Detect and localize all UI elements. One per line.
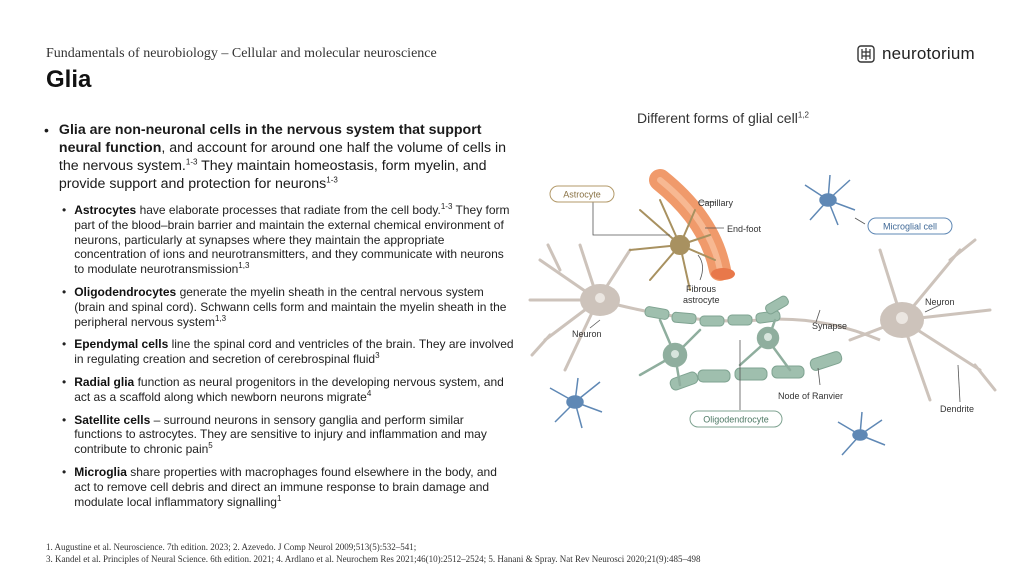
- bullet-term: Satellite cells: [74, 412, 151, 427]
- list-item: •Oligodendrocytes generate the myelin sh…: [62, 284, 507, 329]
- myelin-segment: [644, 306, 670, 320]
- bullet-term: Astrocytes: [74, 203, 137, 217]
- left-neuron: [528, 243, 632, 372]
- main-text2: They maintain homeostasis, form myelin, …: [58, 158, 487, 192]
- neuron-right-label: Neuron: [925, 297, 955, 307]
- bullet-term: Microglia: [74, 464, 127, 479]
- myelin-segment: [699, 315, 725, 327]
- microglial-pill: [867, 217, 953, 235]
- microglial-cell-bottom: [837, 411, 886, 456]
- leader-lines: [589, 200, 961, 410]
- list-item: •Ependymal cells line the spinal cord an…: [62, 337, 514, 367]
- figure-title: Different forms of glial cell1,2: [637, 110, 809, 126]
- capillary-label: Capillary: [698, 198, 734, 208]
- synapse-label: Synapse: [812, 321, 847, 331]
- bullet-text: – surround neurons in sensory ganglia an…: [74, 412, 487, 457]
- main-bullet: • Glia are non-neuronal cells in the ner…: [44, 121, 514, 193]
- reference-line-2: 3. Kandel et al. Principles of Neural Sc…: [46, 554, 701, 564]
- microglial-cell-left: [549, 377, 603, 429]
- bullet-text: generate the myelin sheath in the centra…: [74, 284, 507, 329]
- main-bullet-text: Glia are non-neuronal cells in the nervo…: [59, 121, 514, 193]
- astrocyte-pill: [549, 185, 615, 203]
- bullet-sup: 1: [276, 493, 282, 503]
- sub-bullet-list: •Astrocytes have elaborate processes tha…: [62, 203, 514, 509]
- course-subtitle: Fundamentals of neurobiology – Cellular …: [46, 46, 437, 61]
- oligodendrocyte-cells: [638, 318, 792, 387]
- dendrite-label: Dendrite: [940, 404, 974, 414]
- myelin-segment: [727, 314, 753, 326]
- myelinated-axon: [617, 295, 881, 391]
- main-sup1: 1-3: [185, 157, 198, 167]
- node-of-ranvier-label: Node of Ranvier: [778, 391, 843, 401]
- bullet-text: function as neural progenitors in the de…: [74, 374, 504, 404]
- myelin-segment: [734, 367, 768, 381]
- fibrous-label-2: astrocyte: [683, 295, 720, 305]
- list-item: •Astrocytes have elaborate processes tha…: [62, 202, 510, 277]
- myelin-segment: [697, 369, 731, 383]
- figure-title-sup: 1,2: [797, 110, 809, 120]
- myelin-segment: [669, 371, 699, 391]
- endfoot-label: End-foot: [727, 224, 762, 234]
- oligodendrocyte-label: Oligodendrocyte: [703, 415, 769, 425]
- figure-title-text: Different forms of glial cell: [637, 110, 798, 126]
- bullet-sup: 5: [208, 441, 213, 451]
- main-sup2: 1-3: [326, 175, 338, 185]
- bullet-term: Radial glia: [74, 374, 135, 389]
- oligodendrocyte-pill: [689, 410, 783, 428]
- list-item: •Microglia share properties with macroph…: [62, 464, 497, 509]
- myelin-segment: [671, 311, 697, 325]
- main-text1: , and account for around one half the vo…: [58, 140, 507, 174]
- bullet-sup: 1-3: [440, 202, 453, 211]
- bullet-sup: 3: [375, 351, 380, 361]
- neuron-left-label: Neuron: [572, 329, 602, 339]
- text-content: • Glia are non-neuronal cells in the ner…: [44, 121, 514, 517]
- neurotorium-logo[interactable]: neurotorium: [856, 44, 975, 64]
- page-title: Glia: [46, 66, 92, 93]
- bullet-sup: 4: [366, 388, 372, 398]
- right-neuron: [848, 238, 997, 402]
- list-item: •Radial glia function as neural progenit…: [62, 374, 504, 404]
- logo-text: neurotorium: [882, 44, 975, 63]
- bullet-sup: 1,3: [214, 313, 227, 323]
- bullet-text: have elaborate processes that radiate fr…: [136, 203, 441, 217]
- astrocyte-label: Astrocyte: [563, 190, 601, 200]
- brain-icon: [857, 45, 875, 63]
- reference-line-1: 1. Augustine et al. Neuroscience. 7th ed…: [46, 542, 417, 552]
- bullet-text2: They form part of the blood–brain barrie…: [74, 203, 510, 277]
- glial-cell-diagram: Astrocyte Capillary End-foot Fibrous ast…: [528, 169, 997, 456]
- myelin-segment: [765, 295, 789, 315]
- bullet-sup2: 1,3: [238, 261, 250, 271]
- list-item: •Satellite cells – surround neurons in s…: [62, 412, 487, 457]
- bullet-text: line the spinal cord and ventricles of t…: [74, 337, 514, 367]
- fibrous-astrocyte: [629, 199, 716, 291]
- bullet-dot: •: [44, 122, 49, 138]
- references: 1. Augustine et al. Neuroscience. 7th ed…: [46, 541, 701, 565]
- microglial-label: Microglial cell: [883, 222, 937, 232]
- fibrous-label-1: Fibrous: [686, 284, 717, 294]
- bullet-text: share properties with macrophages found …: [74, 464, 497, 509]
- bullet-term: Ependymal cells: [74, 337, 169, 352]
- myelin-segment: [809, 351, 843, 371]
- main-bold: Glia are non-neuronal cells in the nervo…: [58, 122, 482, 156]
- microglial-cell-top: [804, 174, 856, 226]
- bullet-term: Oligodendrocytes: [74, 284, 177, 299]
- capillary: [649, 169, 735, 281]
